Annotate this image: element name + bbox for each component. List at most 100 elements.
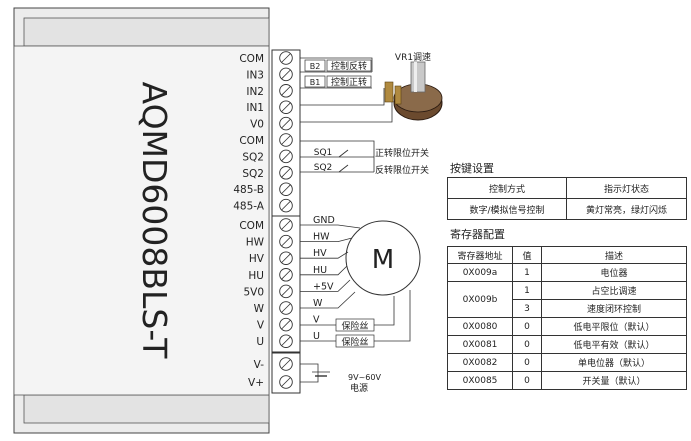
- terminal-label: W: [254, 303, 265, 315]
- register-header: 寄存器地址: [447, 246, 513, 264]
- terminal-label: 5V0: [243, 286, 264, 298]
- fuse-u-icon: [335, 334, 375, 348]
- motor-pin-label: W: [313, 298, 323, 309]
- register-description: 低电平限位（默认）: [541, 317, 687, 336]
- terminal-label: V: [257, 320, 265, 332]
- terminal-screw-slot: [281, 359, 291, 369]
- register-value: 0: [512, 335, 542, 354]
- terminal-screw-slot: [281, 151, 291, 162]
- register-address: 0X0085: [447, 371, 513, 390]
- motor-pin-label: HU: [313, 265, 327, 276]
- register-description: 开关量（默认）: [541, 371, 687, 390]
- terminal-screw-slot: [281, 135, 291, 145]
- terminal-screw-slot: [281, 336, 291, 346]
- terminal-label: 485-A: [233, 201, 265, 213]
- wire-v-motor: [300, 296, 395, 326]
- terminal-screw-slot: [281, 168, 291, 178]
- register-description: 速度闭环控制: [541, 299, 687, 318]
- sq2-label: SQ2: [314, 163, 333, 173]
- motor-wire: [300, 237, 353, 243]
- b1-label: B1: [310, 78, 321, 87]
- register-value: 1: [512, 263, 542, 282]
- sq2-text: 反转限位开关: [375, 164, 429, 176]
- wire-power: [300, 363, 319, 383]
- controller-model: AQMD6008BLS-T: [135, 82, 174, 360]
- motor-wire: [300, 251, 349, 259]
- terminal-label: 485-B: [233, 184, 264, 196]
- key-settings-header: 控制方式: [447, 177, 567, 199]
- motor-wire: [300, 224, 361, 229]
- sq1-switch-icon: [338, 149, 349, 158]
- table-row: 0X0081 0 低电平有效（默认）: [447, 335, 687, 354]
- table-row: 0X0082 0 单电位器（默认）: [447, 353, 687, 372]
- b2-label: B2: [310, 62, 321, 71]
- terminal-screw-slot: [281, 236, 291, 247]
- terminal-labels: COMIN3IN2IN1V0COMSQ2SQ2485-B485-ACOMHWHV…: [233, 53, 265, 389]
- terminal-screw-slot: [281, 220, 291, 230]
- terminal-screw-slot: [281, 118, 291, 129]
- terminal-screw-slot: [281, 69, 291, 80]
- table-row: 0X009a 1 电位器: [447, 263, 687, 282]
- motor-wire: [300, 265, 348, 276]
- register-address: 0X0080: [447, 317, 513, 336]
- terminal-label: U: [256, 336, 264, 348]
- register-value: 3: [512, 299, 542, 318]
- supply-label: 电源: [350, 382, 368, 394]
- motor-pin-label: GND: [313, 215, 335, 226]
- register-table: 寄存器地址 值 描述 0X009a 1 电位器 0X009b 1 占空比调速 3…: [447, 246, 687, 390]
- motor-pin-label: HW: [313, 232, 330, 243]
- terminal-screw-slot: [281, 270, 291, 280]
- key-settings-title: 按键设置: [450, 162, 494, 175]
- potentiometer-icon: [384, 61, 443, 121]
- b1-text-box: [326, 75, 372, 88]
- register-description: 电位器: [541, 263, 687, 282]
- terminal-screw-slot: [281, 102, 291, 112]
- b2-box: [304, 59, 326, 72]
- controller-top-fin: [23, 17, 270, 47]
- terminal-label: V+: [248, 377, 264, 389]
- register-value: 0: [512, 353, 542, 372]
- motor-icon: [345, 220, 421, 296]
- sq1-text: 正转限位开关: [375, 147, 429, 159]
- terminal-label: HW: [246, 237, 265, 249]
- motor-pin-label: U: [313, 331, 320, 342]
- register-description: 单电位器（默认）: [541, 353, 687, 372]
- sq1-label: SQ1: [314, 148, 333, 158]
- table-row: 0X0085 0 开关量（默认）: [447, 371, 687, 390]
- key-settings-table: 控制方式 指示灯状态 数字/模拟信号控制 黄灯常亮，绿灯闪烁: [447, 177, 687, 220]
- register-address: 0X009b: [447, 281, 513, 318]
- motor-pin-label: +5V: [313, 281, 334, 292]
- b2-text: 控制反转: [331, 60, 367, 72]
- terminal-label: V-: [254, 359, 265, 371]
- vr1-label: VR1调速: [395, 52, 431, 63]
- register-description: 低电平有效（默认）: [541, 335, 687, 354]
- key-settings-header: 指示灯状态: [566, 177, 687, 199]
- terminal-screw-slot: [281, 253, 291, 263]
- table-row: 0X0080 0 低电平限位（默认）: [447, 317, 687, 336]
- terminal-screw-slot: [281, 303, 291, 313]
- b2-text-box: [326, 59, 372, 72]
- controller-panel: [13, 45, 270, 396]
- terminal-label: V0: [250, 119, 264, 131]
- register-address: 0X0081: [447, 335, 513, 354]
- terminal-screw-slot: [281, 53, 291, 63]
- b1-box: [304, 75, 326, 88]
- register-value: 0: [512, 371, 542, 390]
- terminal-label: HV: [249, 253, 265, 265]
- terminal-label: IN2: [246, 86, 264, 98]
- b1-text: 控制正转: [331, 76, 367, 88]
- terminal-label: COM: [239, 220, 264, 232]
- wire-com-sq: [300, 140, 375, 172]
- supply-voltage: 9V~60V: [348, 373, 381, 382]
- terminal-screw-slot: [281, 286, 291, 297]
- register-config-title: 寄存器配置: [450, 228, 505, 241]
- terminal-label: COM: [239, 53, 264, 65]
- register-address: 0X0082: [447, 353, 513, 372]
- terminal-label: HU: [248, 270, 264, 282]
- terminal-label: IN1: [246, 102, 264, 114]
- register-address: 0X009a: [447, 263, 513, 282]
- wire-vr1-v0: [300, 100, 393, 123]
- terminal-screw-slot: [281, 319, 291, 330]
